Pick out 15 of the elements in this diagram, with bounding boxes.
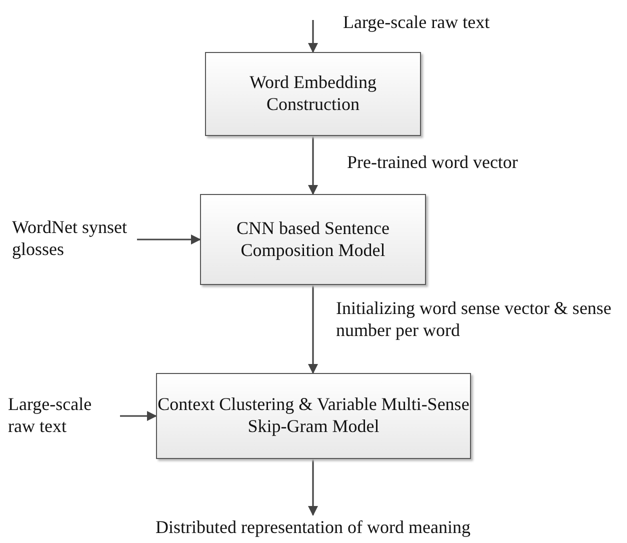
edge-label: Large-scale raw text [343, 12, 490, 34]
process-box: Context Clustering & Variable Multi-Sense Skip-Gram Model [156, 373, 471, 459]
arrow [137, 234, 201, 244]
arrow [308, 136, 318, 195]
edge-label: Pre-trained word vector [347, 152, 518, 174]
output-text: Distributed representation of word meaning [156, 517, 470, 539]
arrow [308, 20, 318, 53]
process-box: Word Embedding Construction [205, 52, 421, 136]
arrow [120, 411, 157, 421]
arrow [308, 285, 318, 374]
process-box: CNN based Sentence Composition Model [200, 194, 426, 285]
edge-label: Initializing word sense vector & sense number per word [336, 298, 612, 342]
input-text: Large-scale raw text [8, 394, 93, 438]
arrow [308, 459, 318, 516]
input-text: WordNet synset glosses [12, 217, 128, 261]
